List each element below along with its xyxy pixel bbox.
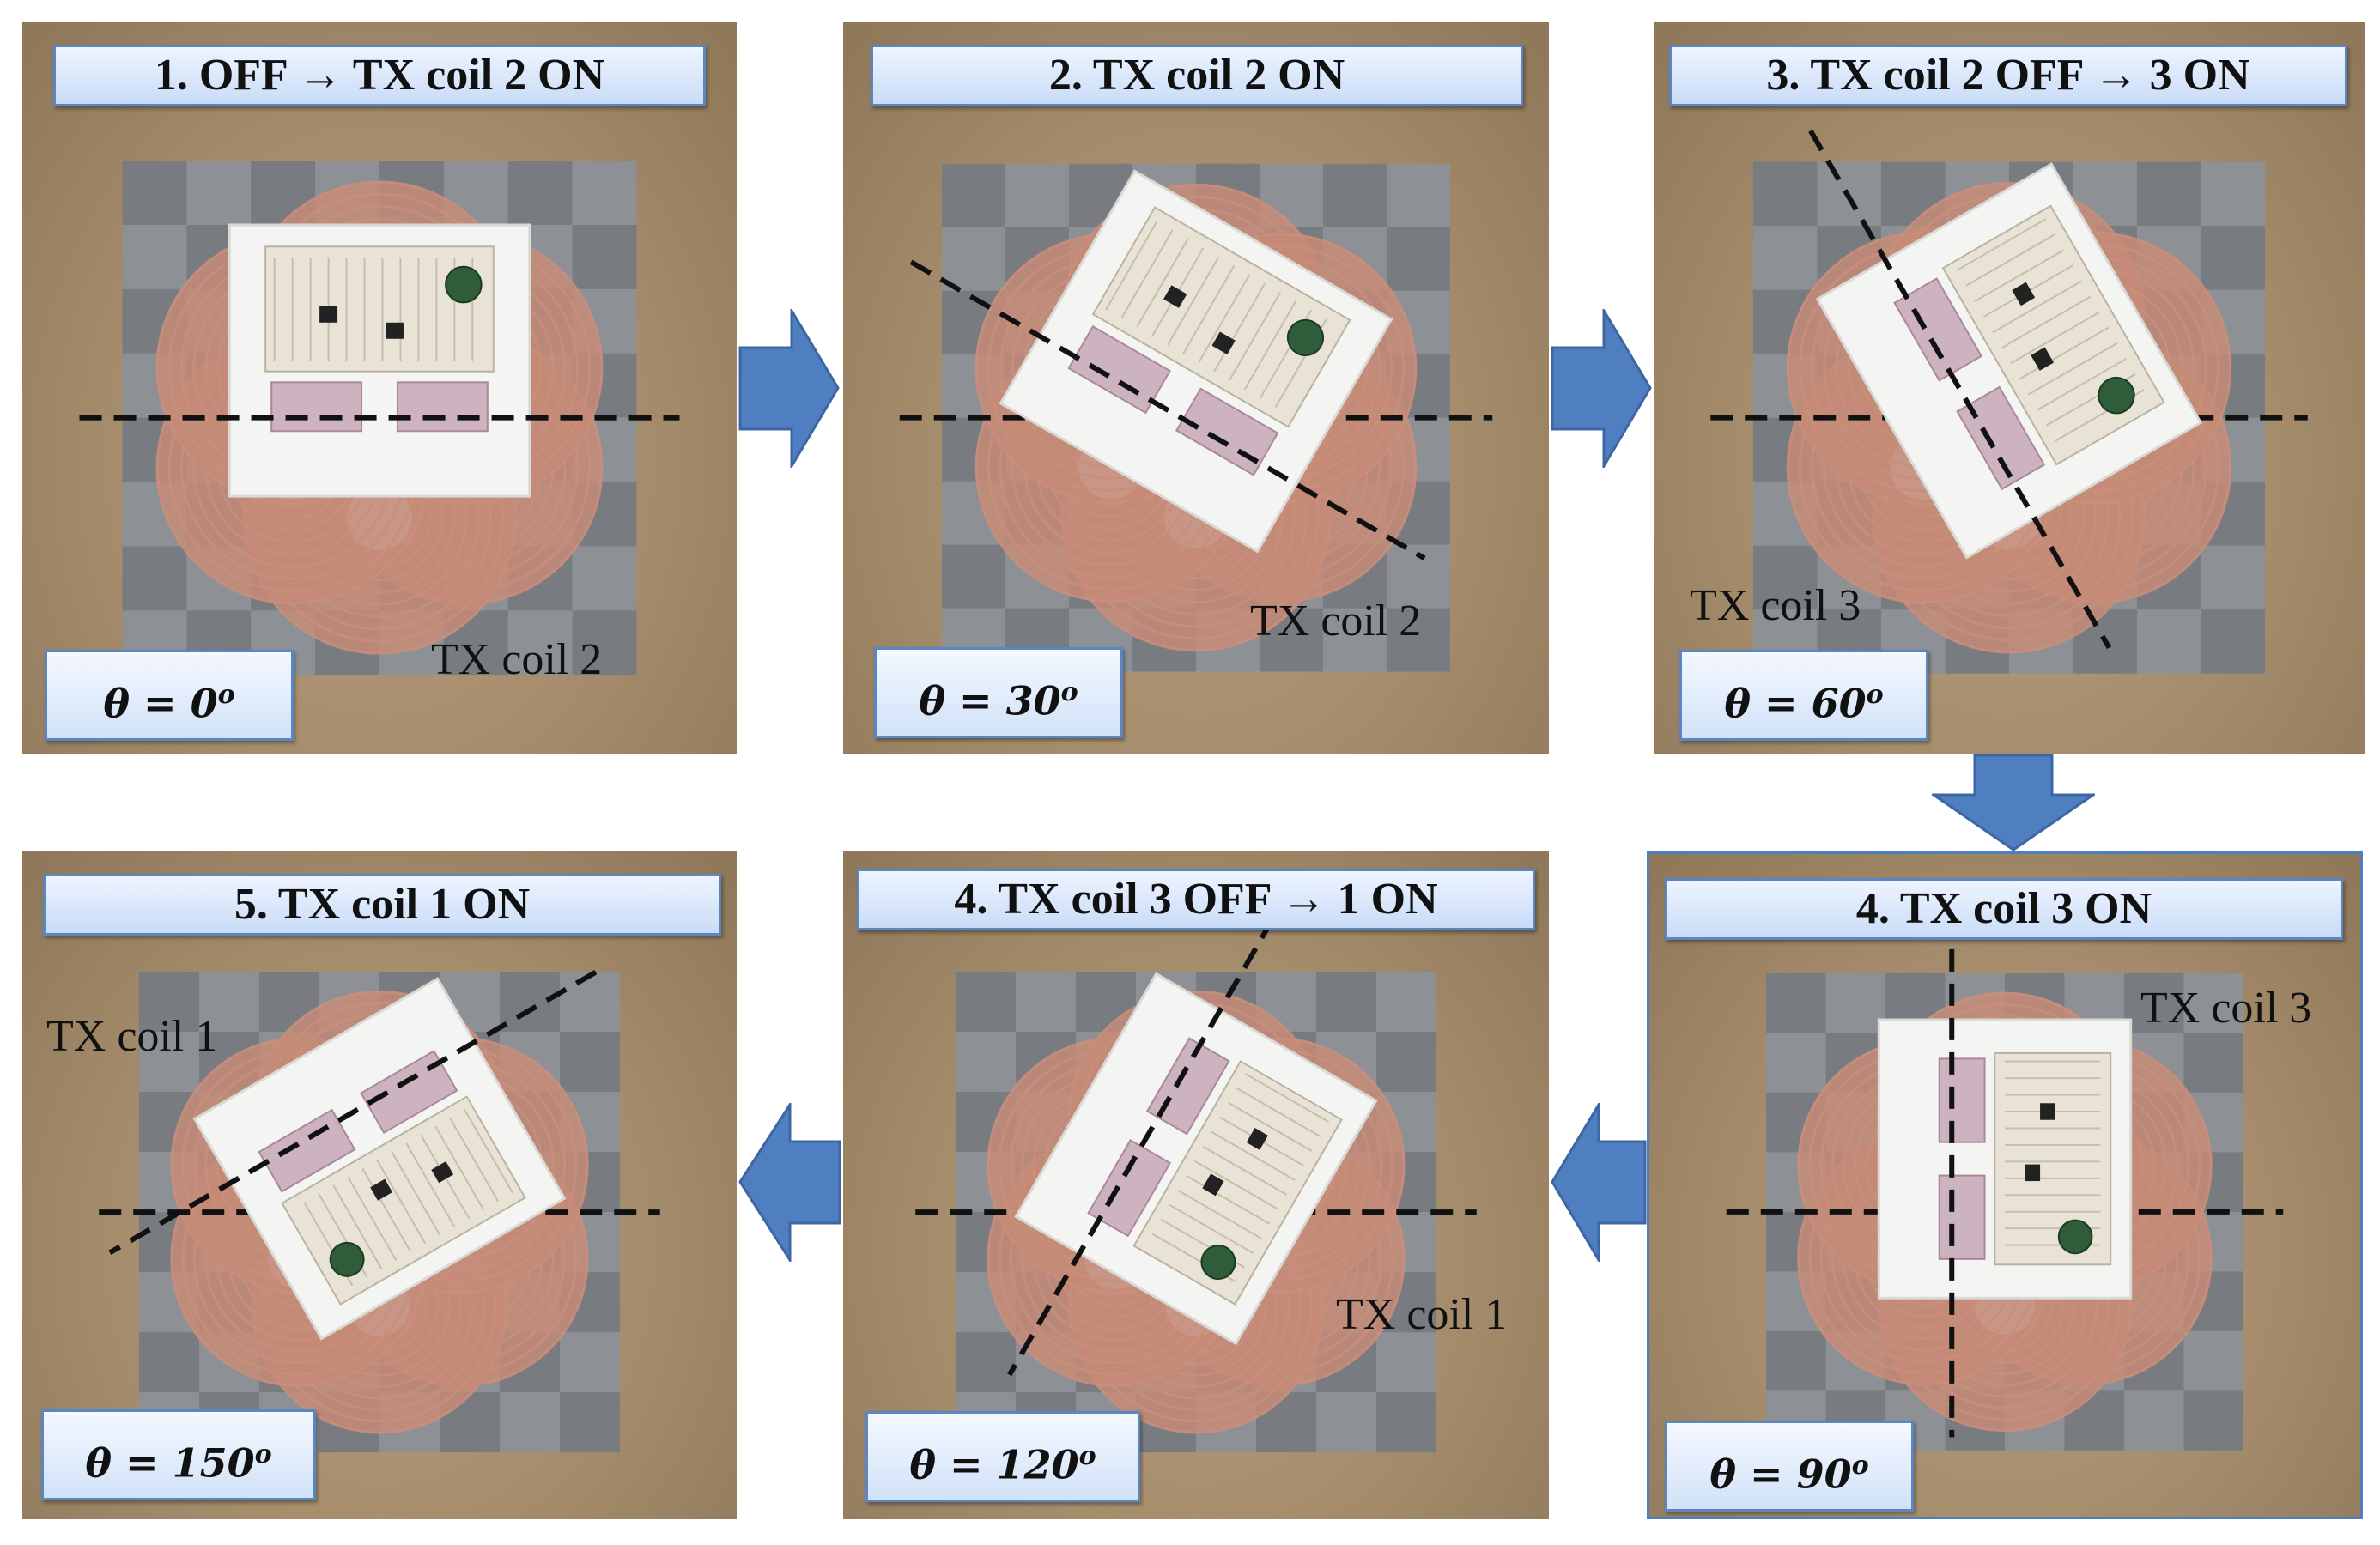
receiver-board xyxy=(1877,880,2133,1438)
rx-coil-left xyxy=(1145,1037,1230,1136)
capacitor xyxy=(445,265,483,304)
receiver-board xyxy=(1808,129,2203,650)
breadboard xyxy=(1994,1051,2112,1266)
panel-3-coil-label: TX coil 3 xyxy=(1690,581,1861,630)
panel-1-coil-label: TX coil 2 xyxy=(431,635,603,684)
capacitor xyxy=(1200,1245,1236,1280)
rx-coil-left xyxy=(1067,324,1171,415)
panel-4-photo: 4. TX coil 3 ON TX coil 3 θ = 90o xyxy=(1647,851,2363,1519)
arrow-left-1-icon xyxy=(1551,1103,1647,1262)
panel-5-angle-label: θ = 120o xyxy=(865,1411,1140,1502)
panel-2-photo: 2. TX coil 2 ON TX coil 2 θ = 30o xyxy=(843,22,1549,754)
receiver-board xyxy=(909,169,1426,561)
capacitor xyxy=(1286,318,1324,357)
rx-coil-right xyxy=(1938,1174,1986,1260)
rx-coil-right xyxy=(258,1108,356,1193)
panel-6-scene xyxy=(99,970,660,1453)
receiver-board xyxy=(108,970,598,1341)
panel-4-angle-label: θ = 90o xyxy=(1665,1421,1914,1512)
arrow-left-2-icon xyxy=(738,1103,841,1262)
panel-4-scene xyxy=(1726,880,2284,1451)
panel-6-coil-label: TX coil 1 xyxy=(46,1012,218,1061)
panel-2-angle-label: θ = 30o xyxy=(874,647,1123,738)
panel-5-title: 4. TX coil 3 OFF → 1 ON xyxy=(857,869,1535,930)
panel-3-photo: 3. TX coil 2 OFF → 3 ON TX coil 3 θ = 60… xyxy=(1654,22,2365,754)
rx-coil-left xyxy=(360,1050,458,1134)
panel-4-coil-label: TX coil 3 xyxy=(2140,984,2312,1033)
rx-coil-left xyxy=(270,381,363,433)
capacitor xyxy=(329,1241,365,1277)
breadboard xyxy=(1091,206,1351,428)
panel-1-angle-label: θ = 0o xyxy=(45,650,294,741)
panel-3-title: 3. TX coil 2 OFF → 3 ON xyxy=(1669,45,2347,106)
panel-6-angle-label: θ = 150o xyxy=(41,1409,316,1500)
panel-2-title: 2. TX coil 2 ON xyxy=(871,45,1523,106)
capacitor xyxy=(2098,376,2135,415)
panel-6-photo: 5. TX coil 1 ON TX coil 1 θ = 150o xyxy=(22,851,737,1519)
arrow-right-1-icon xyxy=(738,309,840,468)
breadboard xyxy=(1132,1060,1343,1306)
rx-coil-left xyxy=(1938,1057,1986,1143)
panel-3-scene xyxy=(1710,129,2308,674)
receiver-board xyxy=(79,223,680,498)
arrow-right-2-icon xyxy=(1551,309,1652,468)
panel-3-angle-label: θ = 60o xyxy=(1679,650,1928,741)
rotation-axis-line xyxy=(909,259,1426,561)
rx-coil-left xyxy=(1893,277,1983,382)
rotation-axis-line xyxy=(1007,888,1293,1377)
panel-2-scene xyxy=(899,163,1493,672)
breadboard xyxy=(264,245,495,373)
rx-coil-right xyxy=(1175,387,1279,476)
panel-5-coil-label: TX coil 1 xyxy=(1336,1290,1508,1339)
rx-coil-right xyxy=(1087,1139,1172,1238)
capacitor xyxy=(2057,1219,2093,1255)
panel-2-coil-label: TX coil 2 xyxy=(1250,597,1422,645)
panel-6-title: 5. TX coil 1 ON xyxy=(43,874,721,936)
panel-5-scene xyxy=(915,888,1477,1453)
rotation-axis-line xyxy=(108,970,598,1255)
panel-1-photo: 1. OFF → TX coil 2 ON TX coil 2 θ = 0o xyxy=(22,22,737,754)
panel-4-title: 4. TX coil 3 ON xyxy=(1665,878,2343,940)
arrow-down-icon xyxy=(1932,754,2095,851)
panel-5-photo: 4. TX coil 3 OFF → 1 ON TX coil 1 θ = 12… xyxy=(843,851,1549,1519)
rx-coil-right xyxy=(396,381,489,433)
panel-1-scene xyxy=(79,161,680,676)
rotation-axis-line xyxy=(1808,129,2112,650)
rx-coil-right xyxy=(1956,385,2046,491)
receiver-board xyxy=(1007,888,1378,1377)
panel-1-title: 1. OFF → TX coil 2 ON xyxy=(53,45,706,106)
